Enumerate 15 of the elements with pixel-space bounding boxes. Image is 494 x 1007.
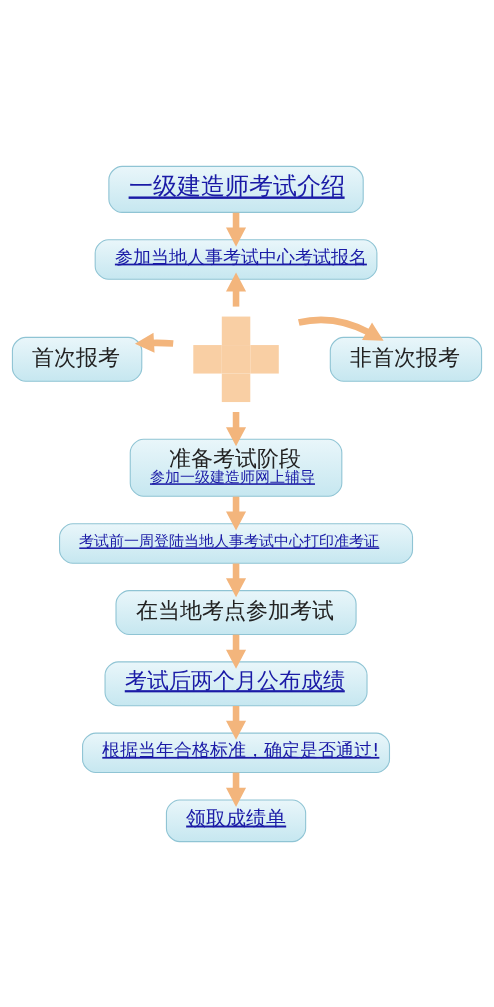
arrow xyxy=(134,332,174,353)
node-box: 一级建造师考试介绍 xyxy=(108,165,364,213)
node-box: 领取成绩单 xyxy=(165,798,307,842)
node-box: 在当地考点参加考试 xyxy=(115,589,357,635)
node-box: 首次报考 xyxy=(11,336,143,382)
arrow xyxy=(226,772,247,807)
node-box: 参加当地人事考试中心考试报名 xyxy=(94,238,378,280)
arrow xyxy=(226,271,247,307)
arrow xyxy=(226,411,247,446)
node-box: 准备考试阶段 参加一级建造师网上辅导 xyxy=(129,438,343,497)
node-box: 非首次报考 xyxy=(329,336,483,382)
node-box: 考试后两个月公布成绩 xyxy=(104,660,368,706)
node-box: 根据当年合格标准，确定是否通过! xyxy=(82,732,391,773)
arrow xyxy=(298,316,384,341)
node-box: 考试前一周登陆当地人事考试中心打印准考证 xyxy=(59,522,414,564)
